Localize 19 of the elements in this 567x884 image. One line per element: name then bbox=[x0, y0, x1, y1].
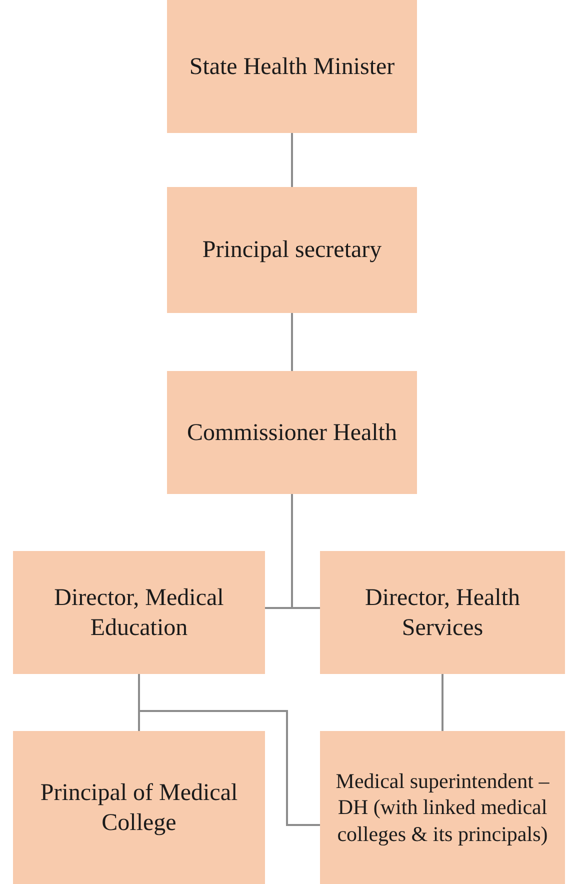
org-box bbox=[13, 551, 265, 674]
node-label: Director, Medical Education bbox=[53, 584, 225, 642]
node-label: Principal of Medical College bbox=[39, 778, 239, 838]
org-box bbox=[13, 731, 265, 884]
org-box bbox=[167, 0, 417, 133]
connector-line bbox=[291, 313, 293, 371]
org-box bbox=[167, 187, 417, 313]
connector-line bbox=[442, 674, 444, 731]
node-label: Commissioner Health bbox=[187, 418, 397, 448]
connector-line bbox=[291, 494, 320, 609]
org-box bbox=[320, 551, 565, 674]
node-label: Director, Health Services bbox=[364, 584, 521, 642]
org-box bbox=[167, 371, 417, 494]
node-label: Principal secretary bbox=[202, 236, 382, 265]
node-label: Medical superintendent – DH (with linked medical colleges & its principals) bbox=[334, 768, 550, 847]
node-label: State Health Minister bbox=[189, 52, 395, 82]
connector-line bbox=[291, 133, 293, 187]
connector-line bbox=[138, 674, 320, 826]
org-box bbox=[320, 731, 565, 884]
